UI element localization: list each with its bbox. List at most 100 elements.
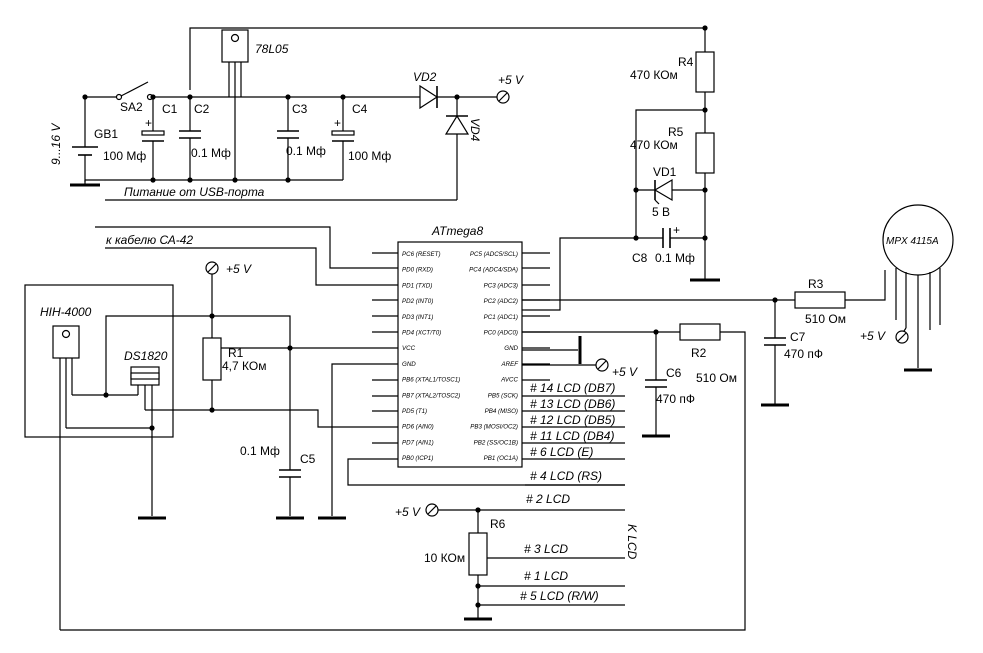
power-supply-section: SA2 78L05 GB1 9...16 V: [49, 25, 708, 201]
r1-value: 4,7 КОм: [222, 359, 266, 373]
lcd-signal-labels: # 14 LCD (DB7) # 13 LCD (DB6) # 12 LCD (…: [520, 381, 639, 603]
r2-c6-section: R2 510 Ом C6 470 пФ: [60, 323, 746, 631]
vd1-label: VD1: [653, 165, 677, 179]
capacitor-c1: + C1 100 Мф: [103, 97, 178, 180]
regulator-label: 78L05: [255, 42, 289, 56]
switch-label: SA2: [120, 100, 143, 114]
r5-value: 470 КОм: [630, 138, 678, 152]
mcu-right-pin-label: PC4 (ADC4/SDA): [469, 267, 518, 274]
mcu-name: ATmega8: [431, 224, 483, 238]
c7-label: C7: [790, 330, 806, 344]
battery-label: GB1: [94, 127, 118, 141]
switch-sa2: SA2: [115, 81, 154, 114]
mcu-right-pin-label: AREF: [500, 361, 519, 368]
c6-value: 470 пФ: [656, 392, 695, 406]
c4-label: C4: [352, 102, 368, 116]
mcu-atmega8: ATmega8 PC6 (RESET)PD0 (RXD)PD1 (TXD)PD2…: [397, 224, 523, 468]
r2-value: 510 Ом: [696, 371, 737, 385]
k-lcd-label: K LCD: [625, 524, 639, 560]
c3-label: C3: [292, 102, 308, 116]
mcu-left-pin-label: PD7 (AIN1): [402, 439, 434, 446]
vd4-label: VD4: [468, 118, 482, 142]
c5-value: 0.1 Мф: [240, 444, 280, 458]
mcu-right-pin-label: GND: [504, 345, 518, 352]
c1-value: 100 Мф: [103, 149, 146, 163]
r3-label: R3: [808, 277, 824, 291]
c2-label: C2: [194, 102, 210, 116]
hih-label: HIH-4000: [40, 305, 92, 319]
mcu-right-pin-label: PB5 (SCK): [488, 392, 518, 399]
mcu-right-pin-label: PB4 (MISO): [485, 408, 518, 415]
cable-label: к кабелю СА-42: [106, 233, 193, 247]
mcu-right-wiring: +5 V: [522, 252, 795, 460]
mcu-right-pin-label: PB3 (MOSI/OC2): [470, 424, 518, 431]
r6-section: +5 V R6 10 КОм: [395, 503, 625, 621]
r3-value: 510 Ом: [805, 312, 846, 326]
regulator-78l05: 78L05: [221, 29, 289, 180]
sensor-section: HIH-4000 DS1820 +5 V R1 4,7 КОм: [24, 261, 316, 630]
lcd-signal: # 14 LCD (DB7): [530, 381, 615, 395]
mpx-plus5v: +5 V: [860, 329, 886, 343]
r6-value: 10 КОм: [424, 551, 465, 565]
c2-value: 0.1 Мф: [191, 146, 231, 160]
battery-gb1: GB1 9...16 V: [49, 97, 118, 182]
c8-value: 0.1 Мф: [655, 251, 695, 265]
c4-plus: +: [334, 116, 341, 130]
mcu-left-pin-label: VCC: [402, 345, 416, 352]
lcd-signal: # 6 LCD (E): [530, 445, 593, 459]
lcd-plus5v: +5 V: [395, 505, 421, 519]
c8-label: C8: [632, 251, 648, 265]
vd2-label: VD2: [413, 70, 437, 84]
mcu-left-pin-label: PD1 (TXD): [402, 282, 432, 289]
mcu-left-pin-label: PB7 (XTAL2/TOSC2): [402, 392, 460, 399]
mcu-pin-labels: PC6 (RESET)PD0 (RXD)PD1 (TXD)PD2 (INT0)P…: [402, 251, 519, 462]
lcd-signal: # 1 LCD: [524, 569, 568, 583]
r4-value: 470 КОм: [630, 68, 678, 82]
battery-voltage: 9...16 V: [49, 123, 63, 165]
mcu-left-pin-label: PB6 (XTAL1/TOSC1): [402, 377, 460, 384]
lcd-signal: # 11 LCD (DB4): [530, 429, 614, 443]
c4-value: 100 Мф: [348, 149, 391, 163]
usb-power-label: Питание от USB-порта: [124, 185, 265, 199]
diode-vd4: VD4: [444, 97, 482, 200]
mcu-right-pin-label: PC2 (ADC2): [484, 298, 518, 305]
capacitor-c4: + C4 100 Мф: [331, 97, 391, 180]
r1-plus5v: +5 V: [226, 262, 252, 276]
mcu-right-pin-label: PC1 (ADC1): [484, 314, 518, 321]
mcu-left-pin-label: GND: [402, 361, 416, 368]
lcd-signal: # 5 LCD (R/W): [520, 589, 599, 603]
mpx-section: R3 510 Ом C7 470 пФ MPX 4115A +5 V: [761, 204, 954, 407]
r5-label: R5: [668, 125, 684, 139]
r1-label: R1: [228, 346, 244, 360]
mcu-left-pin-label: PD6 (AIN0): [402, 424, 434, 431]
mcu-left-pin-label: PD0 (RXD): [402, 267, 433, 274]
lcd-signal: # 4 LCD (RS): [530, 469, 602, 483]
mcu-left-pin-label: PC6 (RESET): [402, 251, 441, 258]
c1-label: C1: [162, 102, 178, 116]
lcd-signal: # 3 LCD: [524, 542, 568, 556]
aref-plus5v: +5 V: [612, 365, 638, 379]
mcu-left-pin-label: PB0 (ICP1): [402, 455, 433, 462]
vd1-value: 5 В: [652, 205, 670, 219]
mcu-left-wiring: к кабелю СА-42: [95, 226, 625, 520]
ds-label: DS1820: [124, 349, 168, 363]
r6-label: R6: [490, 517, 506, 531]
mcu-right-pin-label: PC0 (ADC0): [484, 330, 518, 337]
mcu-right-pin-label: PB2 (SS/OC1B): [474, 439, 518, 446]
c5-label: C5: [300, 452, 316, 466]
capacitor-c2: C2 0.1 Мф: [179, 97, 231, 180]
c1-plus: +: [145, 116, 152, 130]
mcu-right-pin-label: PC3 (ADC3): [484, 282, 518, 289]
plus5v-top-label: +5 V: [498, 73, 524, 87]
r2-label: R2: [691, 346, 707, 360]
mcu-right-pin-label: PC5 (ADC5/SCL): [470, 251, 518, 258]
c8-plus: +: [673, 223, 680, 237]
c7-value: 470 пФ: [784, 347, 823, 361]
mcu-left-pin-label: PD5 (T1): [402, 408, 427, 415]
capacitor-c3: C3 0.1 Мф: [277, 97, 326, 180]
lcd-signal: # 2 LCD: [526, 492, 570, 506]
mcu-left-pin-label: PD3 (INT1): [402, 314, 433, 321]
diode-vd2: VD2: [413, 70, 497, 110]
r4-label: R4: [678, 55, 694, 69]
